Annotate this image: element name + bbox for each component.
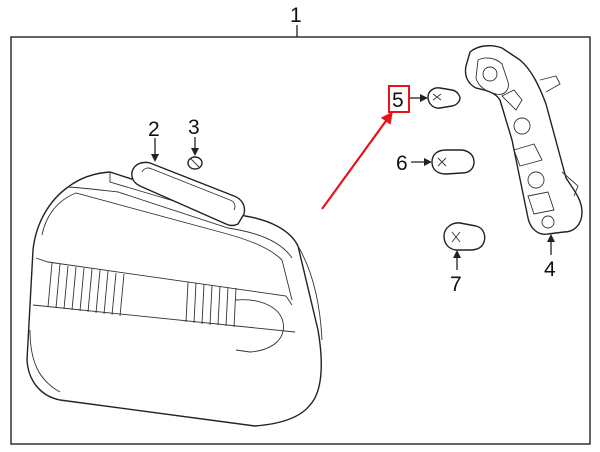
diagram-frame xyxy=(10,36,591,445)
callout-5-highlight-box xyxy=(388,85,410,113)
bulb-6 xyxy=(431,149,475,175)
bulb-socket-holder xyxy=(464,44,583,235)
callout-1: 1 xyxy=(290,4,302,27)
tail-lamp-assembly xyxy=(26,171,323,427)
callout-7: 7 xyxy=(450,273,462,296)
callout-2: 2 xyxy=(148,118,160,141)
callout-5: 5 xyxy=(392,89,404,112)
callout-4: 4 xyxy=(544,258,556,281)
bulb-5 xyxy=(427,87,461,109)
callout-6: 6 xyxy=(396,152,408,175)
retaining-nut xyxy=(187,156,203,170)
lens-ribbing xyxy=(47,262,237,328)
bulb-7 xyxy=(443,222,486,251)
highlight-arrow xyxy=(321,111,393,210)
lamp-gasket xyxy=(131,161,246,227)
callout-3: 3 xyxy=(188,116,200,139)
